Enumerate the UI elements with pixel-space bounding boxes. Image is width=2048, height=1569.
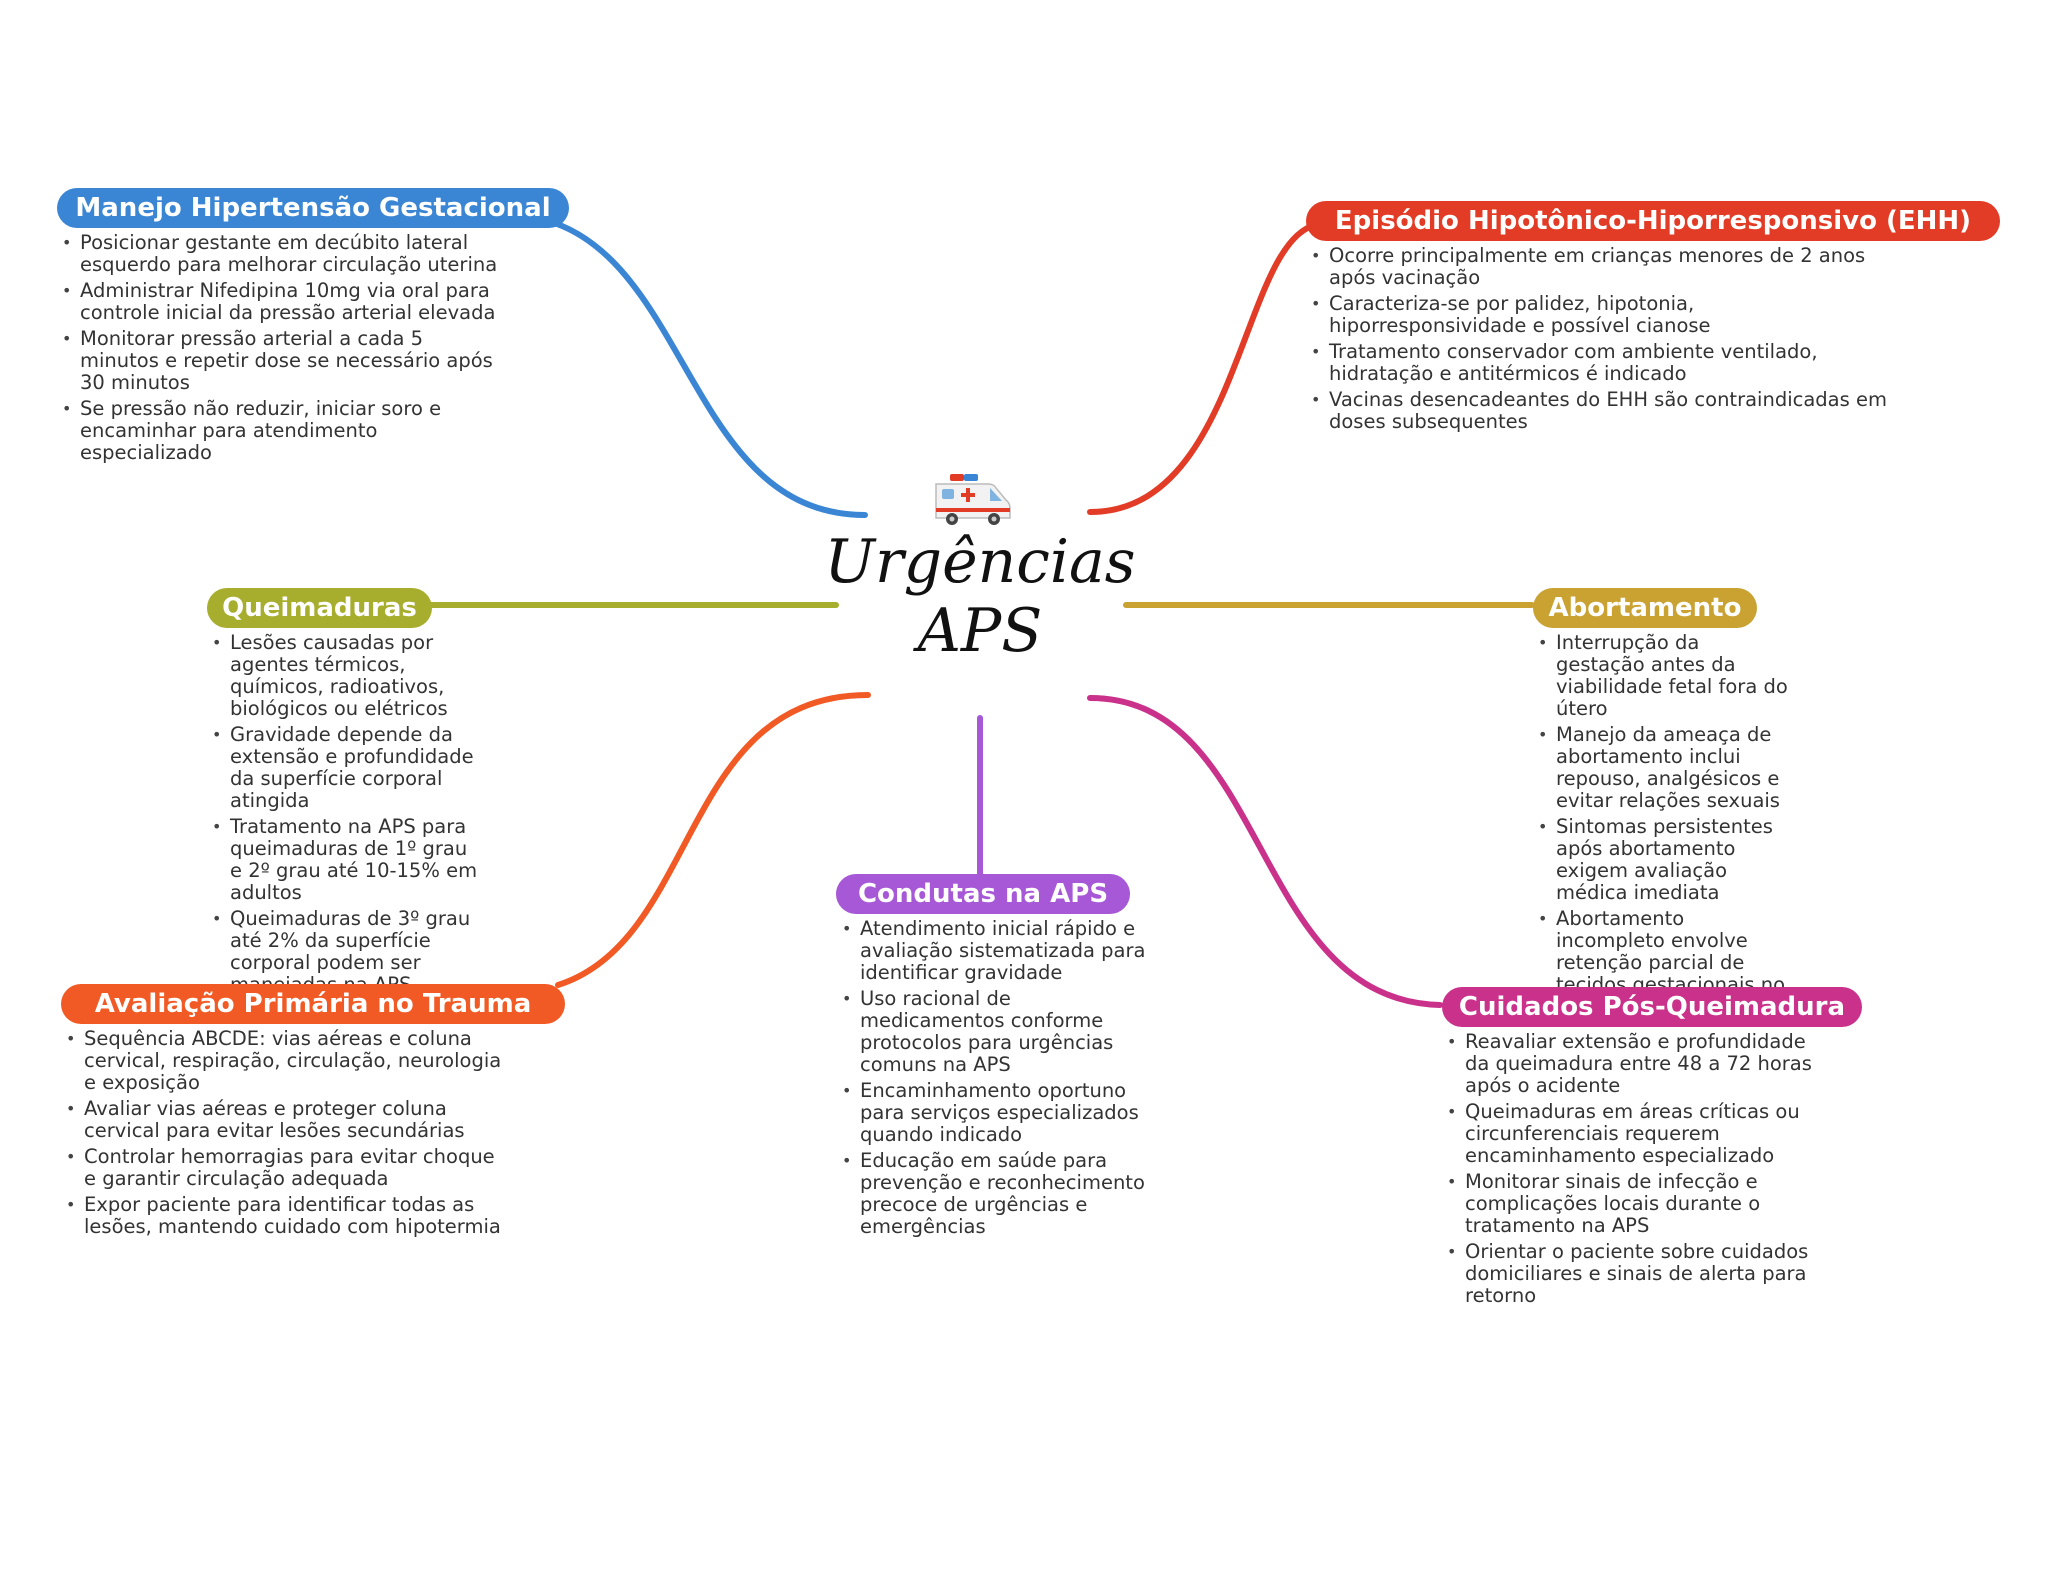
topic-label: Cuidados Pós-Queimadura (1458, 992, 1846, 1022)
note-item: Vacinas desencadeantes do EHH são contra… (1307, 389, 1887, 433)
note-item: Manejo da ameaça de abortamento inclui r… (1534, 724, 1794, 812)
notes-queimaduras: Lesões causadas por agentes térmicos, qu… (208, 632, 478, 1000)
ambulance-icon (935, 474, 1011, 525)
note-item: Administrar Nifedipina 10mg via oral par… (58, 280, 498, 324)
note-item: Caracteriza-se por palidez, hipotonia, h… (1307, 293, 1887, 337)
topic-posqueimadura[interactable]: Cuidados Pós-Queimadura (1442, 987, 1862, 1027)
central-topic: Urgências APS (820, 470, 1140, 690)
note-item: Sequência ABCDE: vias aéreas e coluna ce… (62, 1028, 502, 1094)
note-item: Se pressão não reduzir, iniciar soro e e… (58, 398, 498, 464)
topic-label: Queimaduras (222, 593, 417, 623)
note-item: Lesões causadas por agentes térmicos, qu… (208, 632, 478, 720)
note-item: Posicionar gestante em decúbito lateral … (58, 232, 498, 276)
note-item: Reavaliar extensão e profundidade da que… (1443, 1031, 1823, 1097)
note-item: Sintomas persistentes após abortamento e… (1534, 816, 1794, 904)
note-item: Queimaduras de 3º grau até 2% da superfí… (208, 908, 478, 996)
topic-label: Condutas na APS (857, 879, 1109, 909)
note-item: Avaliar vias aéreas e proteger coluna ce… (62, 1098, 502, 1142)
notes-abortamento: Interrupção da gestação antes da viabili… (1534, 632, 1794, 1022)
topic-queimaduras[interactable]: Queimaduras (207, 588, 432, 628)
notes-trauma: Sequência ABCDE: vias aéreas e coluna ce… (62, 1028, 502, 1242)
notes-ehh: Ocorre principalmente em crianças menore… (1307, 245, 1887, 437)
note-item: Tratamento conservador com ambiente vent… (1307, 341, 1887, 385)
note-item: Monitorar pressão arterial a cada 5 minu… (58, 328, 498, 394)
topic-label: Abortamento (1548, 593, 1742, 623)
central-title: Urgências APS (824, 527, 1136, 666)
topic-condutas[interactable]: Condutas na APS (836, 874, 1130, 914)
note-item: Orientar o paciente sobre cuidados domic… (1443, 1241, 1823, 1307)
note-item: Encaminhamento oportuno para serviços es… (838, 1080, 1158, 1146)
topic-trauma[interactable]: Avaliação Primária no Trauma (61, 984, 565, 1024)
note-item: Educação em saúde para prevenção e recon… (838, 1150, 1158, 1238)
note-item: Expor paciente para identificar todas as… (62, 1194, 502, 1238)
note-item: Controlar hemorragias para evitar choque… (62, 1146, 502, 1190)
topic-hipertensao[interactable]: Manejo Hipertensão Gestacional (57, 188, 569, 228)
note-item: Interrupção da gestação antes da viabili… (1534, 632, 1794, 720)
note-item: Ocorre principalmente em crianças menore… (1307, 245, 1887, 289)
note-item: Monitorar sinais de infecção e complicaç… (1443, 1171, 1823, 1237)
notes-posqueimadura: Reavaliar extensão e profundidade da que… (1443, 1031, 1823, 1311)
topic-ehh[interactable]: Episódio Hipotônico-Hiporresponsivo (EHH… (1306, 201, 2000, 241)
note-item: Queimaduras em áreas críticas ou circunf… (1443, 1101, 1823, 1167)
connector-hipertensao (542, 217, 868, 518)
topic-abortamento[interactable]: Abortamento (1533, 588, 1757, 628)
note-item: Gravidade depende da extensão e profundi… (208, 724, 478, 812)
note-item: Tratamento na APS para queimaduras de 1º… (208, 816, 478, 904)
note-item: Uso racional de medicamentos conforme pr… (838, 988, 1158, 1076)
connector-posqueimadura (1087, 695, 1443, 1008)
notes-condutas: Atendimento inicial rápido e avaliação s… (838, 918, 1158, 1242)
connector-trauma (555, 692, 871, 988)
topic-label: Avaliação Primária no Trauma (94, 989, 532, 1019)
note-item: Atendimento inicial rápido e avaliação s… (838, 918, 1158, 984)
topic-label: Manejo Hipertensão Gestacional (75, 193, 551, 223)
connector-ehh (1087, 222, 1318, 515)
notes-hipertensao: Posicionar gestante em decúbito lateral … (58, 232, 498, 468)
topic-label: Episódio Hipotônico-Hiporresponsivo (EHH… (1334, 206, 1972, 236)
